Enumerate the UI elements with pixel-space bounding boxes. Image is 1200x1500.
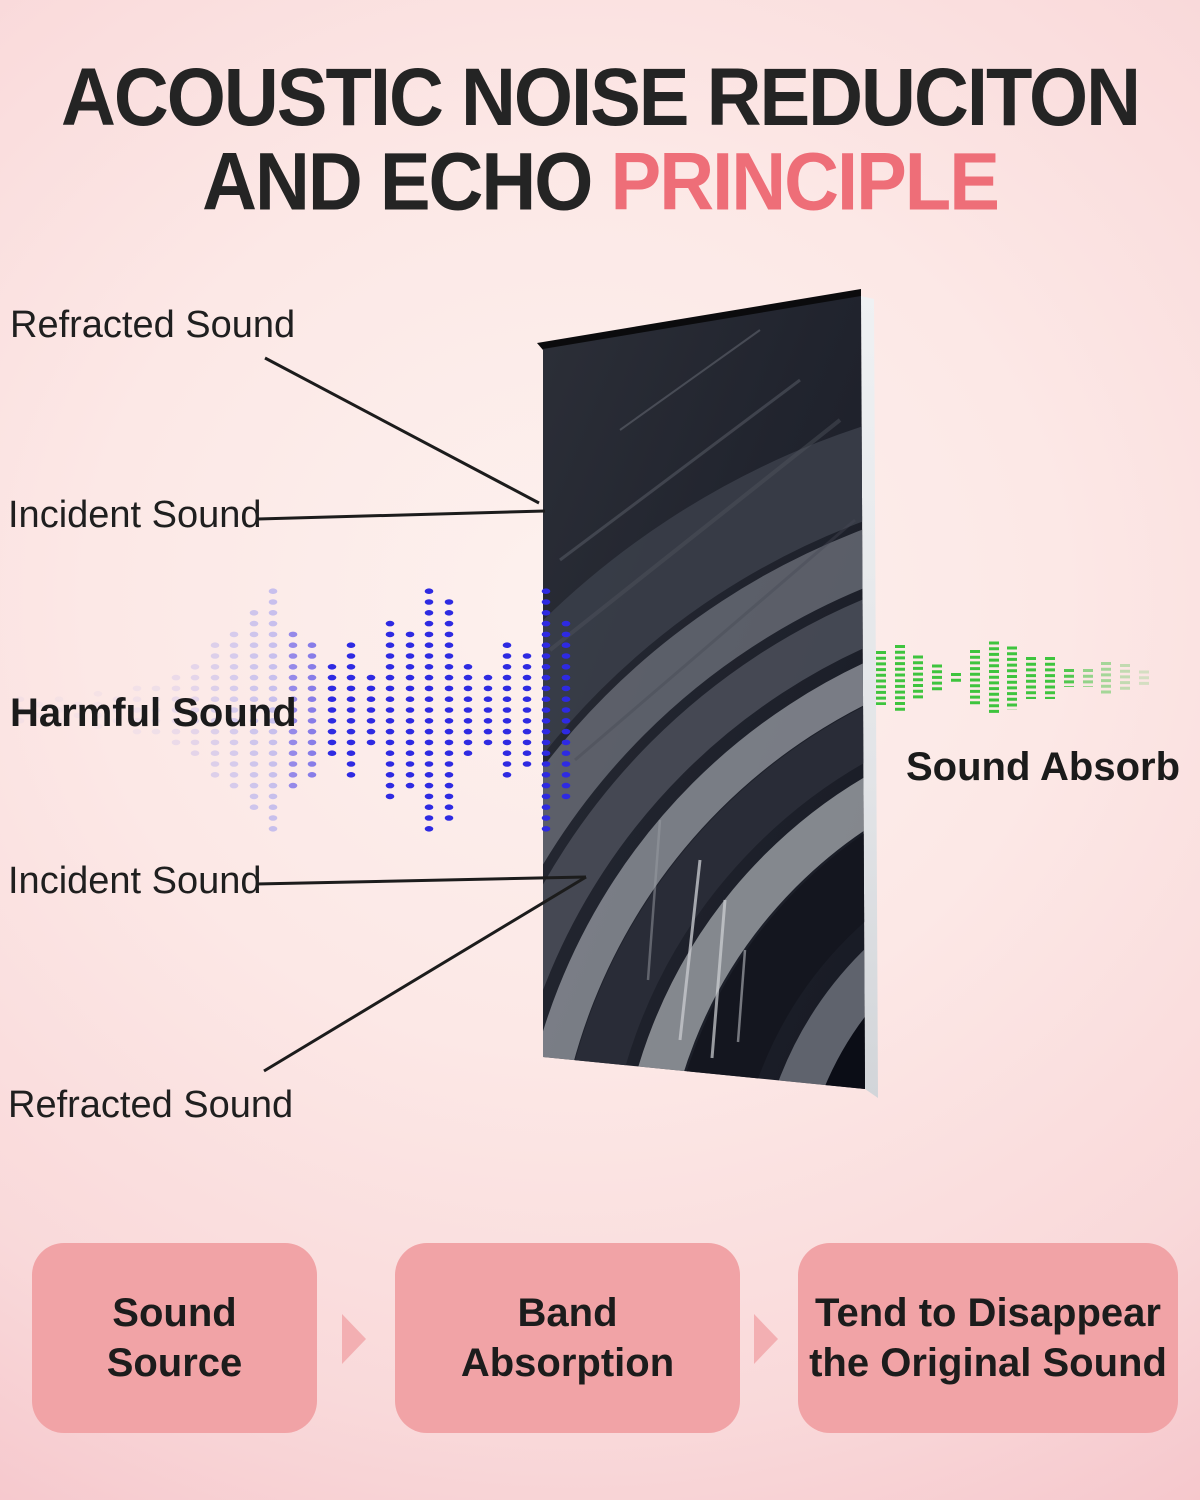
flow-box-band-absorption: Band Absorption xyxy=(395,1243,740,1433)
leader-incident-bottom xyxy=(255,875,587,886)
title-line-1: ACOUSTIC NOISE REDUCITON xyxy=(60,51,1141,144)
label-refracted-sound-top: Refracted Sound xyxy=(10,304,296,346)
leader-refracted-top xyxy=(264,356,540,505)
flow-box-1-line-1: Sound xyxy=(112,1291,237,1335)
title-line-2: AND ECHO PRINCIPLE xyxy=(202,135,1000,228)
flow-box-3-line-1: Tend to Disappear xyxy=(815,1291,1161,1335)
flow-box-tend-to-disappear: Tend to Disappear the Original Sound xyxy=(798,1243,1178,1433)
flow-arrow-2-icon xyxy=(754,1314,778,1364)
leader-lines xyxy=(255,356,587,1073)
leader-refracted-bottom xyxy=(263,875,587,1073)
flow-arrow-1-icon xyxy=(342,1314,366,1364)
label-incident-sound-bottom: Incident Sound xyxy=(8,860,262,902)
flow-box-2-line-1: Band xyxy=(517,1291,618,1335)
flow-box-3-line-2: the Original Sound xyxy=(809,1341,1167,1385)
label-refracted-sound-bottom: Refracted Sound xyxy=(8,1084,294,1126)
panel-abstract-texture xyxy=(543,329,865,1089)
page-title: ACOUSTIC NOISE REDUCITON AND ECHO PRINCI… xyxy=(0,56,1200,223)
label-harmful-sound: Harmful Sound xyxy=(10,691,297,735)
acoustic-panel-image xyxy=(537,289,878,1098)
sound-wave-layer xyxy=(15,588,1149,832)
label-sound-absorb: Sound Absorb xyxy=(906,745,1181,789)
title-accent-word: PRINCIPLE xyxy=(610,135,1000,228)
leader-incident-top xyxy=(257,509,546,521)
flow-box-1-line-2: Source xyxy=(106,1341,243,1385)
flow-box-sound-source: Sound Source xyxy=(32,1243,317,1433)
label-incident-sound-top: Incident Sound xyxy=(8,494,262,536)
flow-box-2-line-2: Absorption xyxy=(460,1341,675,1385)
